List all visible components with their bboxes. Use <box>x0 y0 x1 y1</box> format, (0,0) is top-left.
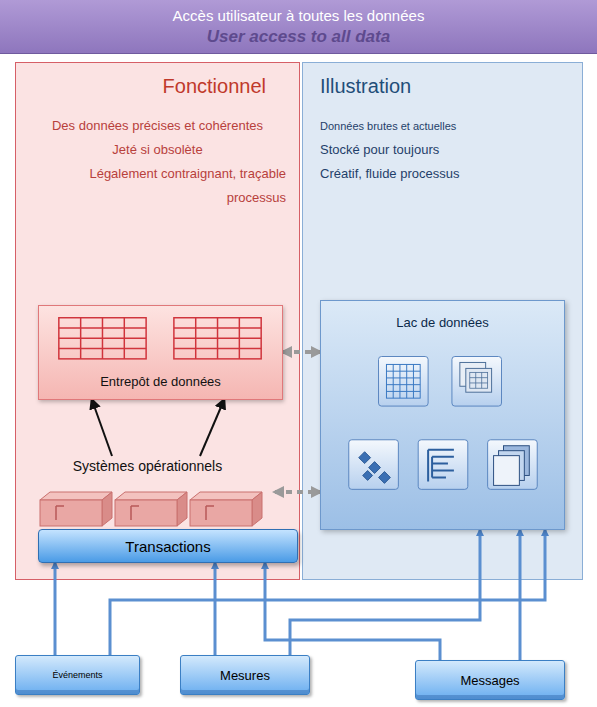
panel-heading: Illustration <box>320 72 569 100</box>
connector <box>92 400 112 456</box>
systems-group: Systèmes opérationnels <box>20 456 275 528</box>
connector <box>519 530 522 660</box>
box-label: Lac de données <box>321 301 564 330</box>
connector <box>200 400 224 456</box>
panel-note: Stocké pour toujours <box>320 138 569 162</box>
band-title: Accès utilisateur à toutes les données <box>0 0 597 25</box>
panel-note: Jeté si obsolète <box>29 138 286 162</box>
connector <box>265 563 440 660</box>
source-box: Mesures <box>180 655 310 695</box>
connector <box>214 563 217 655</box>
panel-note: Données brutes et actuelles <box>320 114 569 138</box>
panel-note: Des données précises et cohérentes <box>29 114 286 138</box>
data-lake-box: Lac de données <box>320 300 565 530</box>
panel-note: Créatif, fluide processus <box>320 162 569 186</box>
region-panel: IllustrationDonnées brutes et actuellesS… <box>302 62 583 580</box>
connector <box>110 530 545 655</box>
connector <box>283 350 320 354</box>
group-label: Systèmes opérationnels <box>20 456 275 474</box>
warehouse-box: Entrepôt de données <box>38 305 283 400</box>
source-box: Messages <box>415 660 565 700</box>
source-box: Événements <box>15 655 140 695</box>
box-label: Mesures <box>220 668 270 683</box>
data-lake-icons <box>321 301 564 529</box>
panel-heading: Fonctionnel <box>29 72 286 100</box>
bar-label: Transactions <box>125 538 210 555</box>
box-label: Événements <box>52 670 102 680</box>
top-band: Accès utilisateur à toutes les donnéesUs… <box>0 0 597 54</box>
watermark-text: User access to all data <box>0 27 597 47</box>
connector <box>275 490 320 494</box>
panel-note: Légalement contraignant, traçable proces… <box>51 162 286 210</box>
box-label: Entrepôt de données <box>39 374 282 389</box>
transaction-bar: Transactions <box>38 529 298 563</box>
box-label: Messages <box>460 673 519 688</box>
region-panel: FonctionnelDes données précises et cohér… <box>15 62 300 580</box>
connector <box>54 563 57 655</box>
connector <box>290 530 480 655</box>
